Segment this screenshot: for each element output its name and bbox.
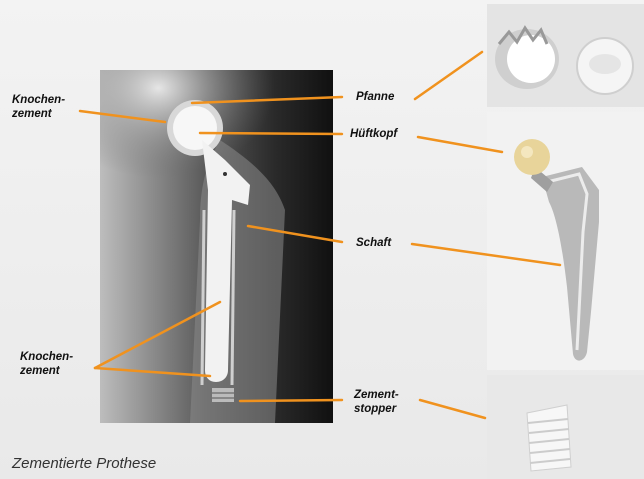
label-zementstopper: Zement- stopper bbox=[354, 388, 399, 416]
stem-photo bbox=[487, 112, 644, 370]
label-hueftkopf: Hüftkopf bbox=[350, 127, 397, 141]
figure-caption: Zementierte Prothese bbox=[12, 455, 156, 472]
stopper-photo bbox=[487, 375, 644, 479]
label-pfanne: Pfanne bbox=[356, 90, 394, 104]
label-knochenzement-top: Knochen- zement bbox=[12, 93, 65, 121]
cup-photo bbox=[487, 4, 644, 107]
label-knochenzement-bottom: Knochen- zement bbox=[20, 350, 73, 378]
leader-zementstopper-photo bbox=[420, 400, 485, 418]
leader-pfanne-photo bbox=[415, 52, 482, 99]
xray-image bbox=[100, 70, 333, 423]
label-schaft: Schaft bbox=[356, 236, 391, 250]
